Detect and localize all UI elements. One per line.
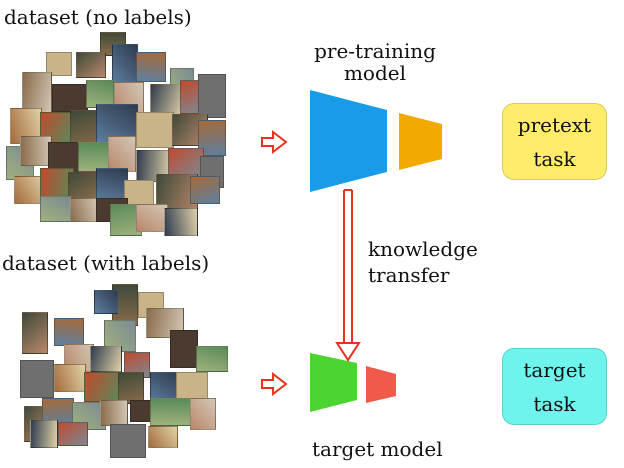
pretraining-model-label: pre-training model [300,40,450,84]
knowledge-transfer-label: knowledge transfer [368,238,478,286]
dataset-image-thumbnail [176,372,208,400]
dataset-image-thumbnail [96,168,128,202]
dataset-to-target-arrow [261,371,288,397]
dataset-image-thumbnail [76,52,106,78]
dataset-image-thumbnail [70,198,98,222]
dataset-image-thumbnail [58,422,88,446]
dataset-image-thumbnail [198,74,226,118]
target-task-box: target task [502,348,607,425]
dataset-image-thumbnail [136,112,174,148]
pretraining-label-line2: model [343,61,407,85]
target-encoder-shape [310,353,357,412]
dataset-image-thumbnail [40,196,72,222]
dataset-image-thumbnail [150,84,184,116]
dataset-image-thumbnail [30,420,58,448]
labeled-dataset-title: dataset (with labels) [2,251,210,275]
transfer-label-line1: knowledge [368,237,478,261]
pretext-task-box: pretext task [502,103,607,180]
dataset-image-thumbnail [68,172,100,200]
dataset-image-thumbnail [190,176,220,204]
dataset-image-thumbnail [150,398,192,426]
transfer-label-line2: transfer [368,263,450,287]
dataset-image-thumbnail [110,424,146,458]
target-head-shape [366,366,396,403]
pretraining-encoder-shape [310,90,387,192]
dataset-image-thumbnail [168,148,204,178]
pretext-task-line2: task [533,146,576,171]
dataset-to-pretraining-arrow [261,129,288,155]
pretraining-label-line1: pre-training [314,39,436,63]
knowledge-transfer-arrow [335,189,361,362]
dataset-image-thumbnail [196,346,228,372]
pretraining-head-shape [399,113,442,170]
dataset-image-thumbnail [94,290,118,314]
target-task-line2: task [533,391,576,416]
dataset-image-thumbnail [148,426,178,448]
dataset-image-thumbnail [164,208,198,236]
target-model-label: target model [312,437,443,461]
dataset-image-thumbnail [190,398,216,430]
dataset-image-thumbnail [20,360,54,398]
dataset-image-thumbnail [84,372,120,402]
dataset-image-thumbnail [90,346,122,372]
target-task-line1: target [523,357,586,382]
pretext-task-line1: pretext [517,112,592,137]
unlabeled-dataset-title: dataset (no labels) [4,5,192,29]
dataset-image-thumbnail [86,80,114,108]
dataset-image-thumbnail [22,312,48,354]
dataset-image-thumbnail [136,52,166,82]
